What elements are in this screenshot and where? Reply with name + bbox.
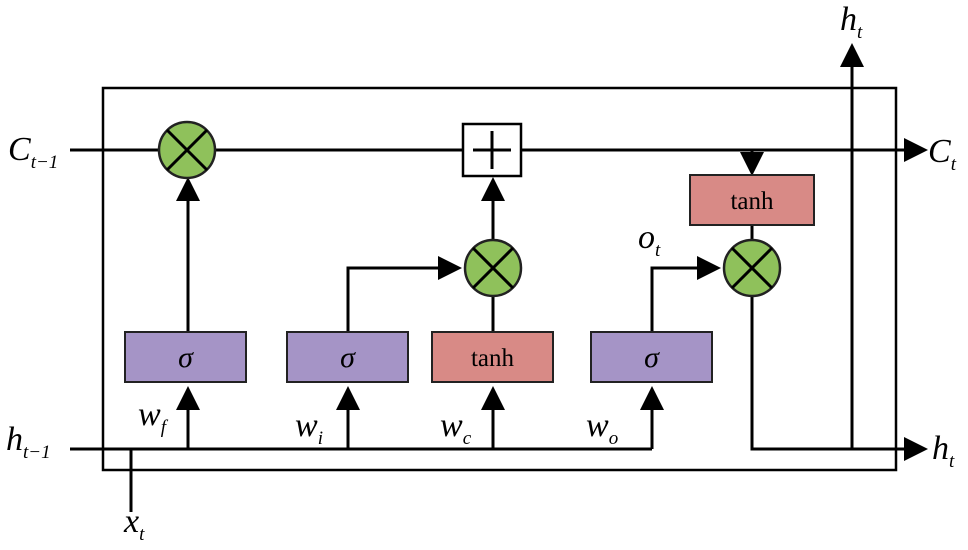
cell-boundary	[101, 86, 898, 472]
input-multiply-icon	[463, 238, 523, 298]
label-x: xt	[123, 503, 145, 545]
output-tanh-box: tanh	[689, 174, 815, 226]
svg-text:σ: σ	[178, 341, 194, 374]
label-c-out: Ct	[928, 133, 957, 175]
label-h-out: ht	[932, 430, 955, 472]
label-wf: wf	[138, 396, 169, 438]
candidate-tanh-box: tanh	[431, 331, 554, 383]
add-operator-icon	[461, 122, 523, 178]
output-multiply-icon	[722, 238, 782, 298]
label-h-prev: ht−1	[6, 421, 51, 463]
input-sigma-output	[346, 256, 462, 332]
svg-text:tanh: tanh	[471, 345, 515, 372]
output-sigma-output	[650, 256, 721, 332]
forget-multiply-icon	[157, 120, 217, 180]
label-wo: wo	[586, 407, 618, 449]
svg-text:tanh: tanh	[730, 188, 774, 215]
forget-gate-sigma-box: σ	[124, 331, 247, 383]
svg-text:σ: σ	[340, 341, 356, 374]
label-wc: wc	[440, 407, 472, 449]
label-o: ot	[638, 219, 661, 261]
label-wi: wi	[295, 407, 323, 449]
output-gate-sigma-box: σ	[590, 331, 713, 383]
label-c-prev: Ct−1	[8, 131, 58, 173]
svg-text:σ: σ	[644, 341, 660, 374]
hidden-state-output-line	[750, 297, 928, 461]
label-h-top: ht	[840, 1, 863, 43]
input-gate-sigma-box: σ	[286, 331, 409, 383]
